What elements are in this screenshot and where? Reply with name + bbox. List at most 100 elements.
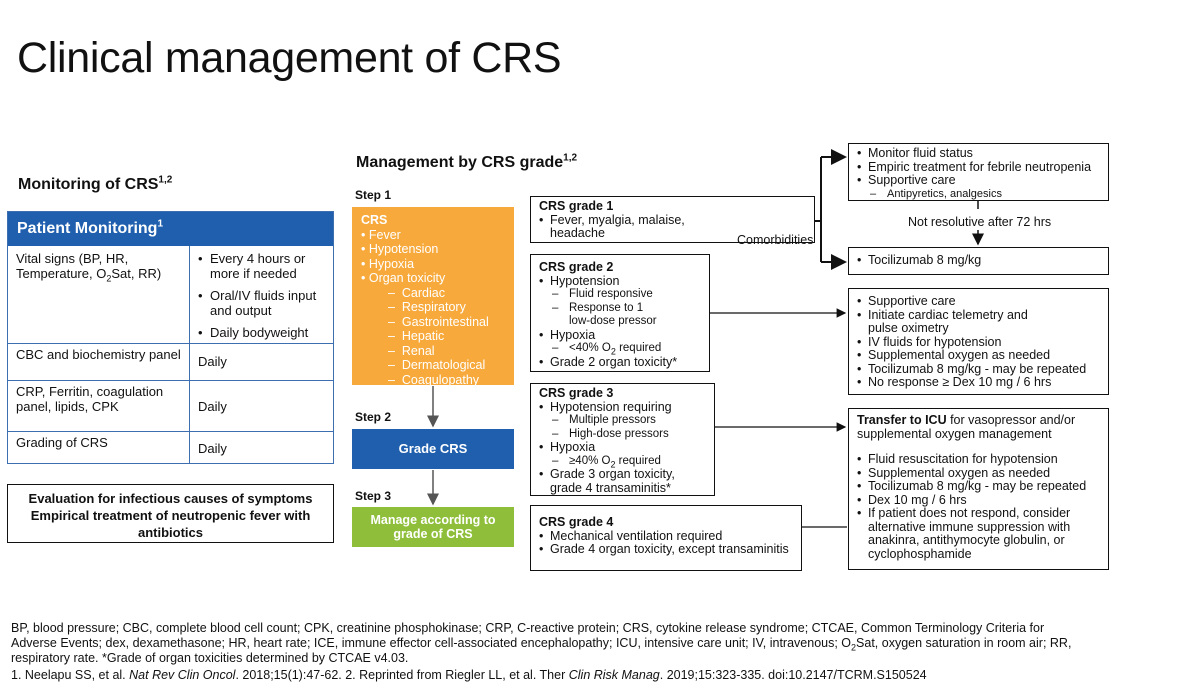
row-label: CRP, Ferritin, coagulation panel, lipids… [16,384,164,414]
action-subitem: Antipyretics, analgesics [857,188,1100,202]
grade2-subitem-cont: low-dose pressor [569,315,657,327]
management-heading: Management by CRS grade1,2 [356,153,577,172]
grade3-item-cont: grade 4 transaminitis* [550,480,671,495]
action-item: Monitor fluid status [857,146,1100,161]
monitoring-heading-ref: 1,2 [158,174,173,186]
vitals-label: Vital signs (BP, HR, Temperature, O2Sat,… [16,251,181,283]
grade2-subitem: Response to 1 [539,302,701,316]
grade3-4-action-box: Transfer to ICU for vasopressor and/or s… [848,408,1109,570]
icu-title-line2: supplemental oxygen management [857,426,1052,441]
grade-crs-box: Grade CRS [352,429,514,469]
evaluation-line: antibiotics [137,525,203,540]
monitoring-heading-text: Monitoring of CRS [18,176,159,193]
crs-grade2-box: CRS grade 2 Hypotension Fluid responsive… [530,254,710,372]
action-item: IV fluids for hypotension [857,335,1100,350]
action-item-cont: anakinra, antithymocyte globulin, or [868,533,1065,547]
manage-box-line: grade of CRS [393,527,473,541]
row-label: CBC and biochemistry panel [16,347,181,362]
manage-according-box: Manage according to grade of CRS [352,507,514,547]
monitoring-heading: Monitoring of CRS1,2 [18,174,173,194]
manage-box-line: Manage according to [370,513,496,527]
grade1-action-box: Monitor fluid status Empiric treatment f… [848,143,1109,201]
crs-symptom: • Organ toxicity [361,271,446,285]
evaluation-line: Empirical treatment of neutropenic fever… [30,508,311,523]
icu-title: Transfer to ICU for vasopressor and/or [857,413,1076,427]
grade1-item-cont: headache [550,226,605,240]
action-item: Tocilizumab 8 mg/kg [857,253,1100,268]
step1-label: Step 1 [355,188,392,202]
action-item: Supplemental oxygen as needed [857,348,1100,363]
grade2-item: Hypotension [539,274,701,289]
table-row-crp: CRP, Ferritin, coagulation panel, lipids… [8,380,333,432]
row-value: Daily [189,381,334,432]
organ-toxicity-item: – Renal [388,343,435,358]
grade3-subitem: Multiple pressors [539,414,706,428]
grade4-title: CRS grade 4 [539,515,614,529]
tocilizumab-box: Tocilizumab 8 mg/kg [848,247,1109,275]
action-item: Supportive care [857,173,1100,188]
grade1-title: CRS grade 1 [539,199,614,213]
organ-toxicity-item: – Cardiac [388,285,445,300]
table-row-grading: Grading of CRS Daily [8,431,333,464]
patient-monitoring-table: Patient Monitoring1 Vital signs (BP, HR,… [7,211,334,464]
grade1-item: Fever, myalgia, malaise, [539,213,806,228]
organ-toxicity-item: – Dermatological [388,358,486,372]
not-resolutive-label: Not resolutive after 72 hrs [908,215,1052,229]
crs-symptom: • Hypoxia [361,256,415,271]
patient-monitoring-header-text: Patient Monitoring [17,220,158,237]
organ-toxicity-item: – Hepatic [388,329,445,343]
vitals-item: Oral/IV fluids input and output [198,288,334,318]
references: 1. Neelapu SS, et al. Nat Rev Clin Oncol… [11,668,927,682]
row-value: Daily [189,344,334,391]
action-item-cont: alternative immune suppression with [868,519,1071,534]
patient-monitoring-header: Patient Monitoring1 [8,212,333,246]
crs-symptom: • Fever [361,227,401,242]
patient-monitoring-header-ref: 1 [157,218,163,230]
crs-symptom: • Hypotension [361,242,439,256]
grade4-item: Mechanical ventilation required [539,529,793,544]
table-row-cbc: CBC and biochemistry panel Daily [8,343,333,391]
grade4-item: Grade 4 organ toxicity, except transamin… [539,542,793,557]
vitals-values: Every 4 hours or more if needed Oral/IV … [189,246,334,353]
evaluation-box: Evaluation for infectious causes of symp… [7,484,334,543]
grade2-subitem: Fluid responsive [539,288,701,302]
action-item: Supportive care [857,294,1100,309]
action-item: If patient does not respond, consider [857,506,1100,521]
action-item: Tocilizumab 8 mg/kg - may be repeated [857,362,1100,377]
action-item: Supplemental oxygen as needed [857,466,1100,481]
row-label: Grading of CRS [16,435,108,450]
grade2-item: Hypoxia [539,328,701,343]
row-value: Daily [189,432,334,464]
crs-box-title: CRS [361,213,388,227]
footnote-line: respiratory rate. *Grade of organ toxici… [11,651,409,665]
slide-title: Clinical management of CRS [17,34,562,82]
grade2-title: CRS grade 2 [539,260,614,274]
action-item: No response ≥ Dex 10 mg / 6 hrs [857,375,1100,390]
grade3-title: CRS grade 3 [539,386,614,400]
grade3-item: Hypotension requiring [539,400,706,415]
crs-grade1-box: CRS grade 1 Fever, myalgia, malaise, hea… [530,196,815,243]
vitals-label-line1: Vital signs (BP, HR, [16,251,129,266]
organ-toxicity-item: – Gastrointestinal [388,314,489,329]
organ-toxicity-item: – Coagulopathy [388,372,480,387]
vitals-item: Every 4 hours or more if needed [198,251,334,281]
grade3-subitem: ≥40% O2 required [539,455,706,469]
evaluation-line: Evaluation for infectious causes of symp… [28,491,313,506]
organ-toxicity-item: – Respiratory [388,300,466,314]
action-item: Dex 10 mg / 6 hrs [857,493,1100,508]
action-item-cont: pulse oximetry [868,321,949,335]
step2-label: Step 2 [355,410,392,424]
crs-symptoms-box: CRS • Fever • Hypotension • Hypoxia • Or… [352,207,514,387]
grade2-item: Grade 2 organ toxicity* [539,355,701,370]
grade3-item: Hypoxia [539,440,706,455]
comorbidities-label: Comorbidities [737,233,814,247]
management-heading-text: Management by CRS grade [356,154,564,171]
footnote-line: Adverse Events; dex, dexamethasone; HR, … [11,636,1072,653]
action-item: Tocilizumab 8 mg/kg - may be repeated [857,479,1100,494]
action-item: Empiric treatment for febrile neutropeni… [857,160,1100,175]
grade2-action-box: Supportive care Initiate cardiac telemet… [848,288,1109,395]
crs-grade4-box: CRS grade 4 Mechanical ventilation requi… [530,505,802,571]
step3-label: Step 3 [355,489,392,503]
crs-grade3-box: CRS grade 3 Hypotension requiring Multip… [530,383,715,496]
